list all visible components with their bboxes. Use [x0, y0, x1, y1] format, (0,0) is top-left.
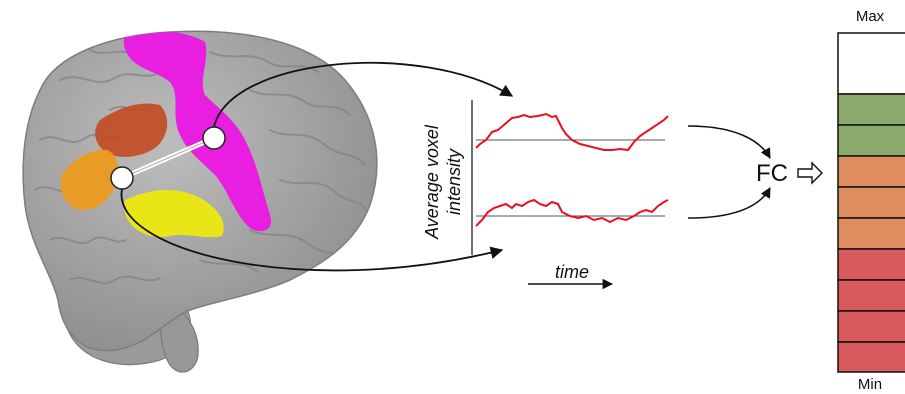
scale-cell-5 — [838, 218, 905, 249]
node-right — [203, 127, 225, 149]
scale-cell-9 — [838, 342, 905, 372]
y-axis-label-1: Average voxel — [422, 124, 442, 240]
signal-bottom — [476, 200, 668, 226]
arrow-top-to-fc — [688, 126, 770, 158]
y-axis-label-2: intensity — [444, 148, 464, 215]
fc-label: FC — [756, 160, 788, 187]
scale-cell-0 — [838, 33, 905, 94]
signal-top — [476, 114, 668, 150]
brain-illustration — [23, 31, 377, 372]
scale-cell-2 — [838, 125, 905, 156]
scale-cell-8 — [838, 311, 905, 342]
arrow-bottom-to-fc — [688, 188, 770, 218]
scale-min-label: Min — [858, 376, 882, 393]
node-left — [111, 167, 133, 189]
x-axis-label: time — [555, 262, 589, 282]
scale-cell-4 — [838, 187, 905, 218]
scale-cell-6 — [838, 249, 905, 280]
hollow-arrow-icon — [798, 163, 822, 183]
scale-cell-1 — [838, 94, 905, 125]
scale-max-label: Max — [856, 8, 885, 25]
time-series-plot: Average voxel intensity time — [422, 100, 668, 284]
scale-cell-7 — [838, 280, 905, 311]
color-scale: Max Min — [838, 8, 905, 393]
scale-cell-3 — [838, 156, 905, 187]
